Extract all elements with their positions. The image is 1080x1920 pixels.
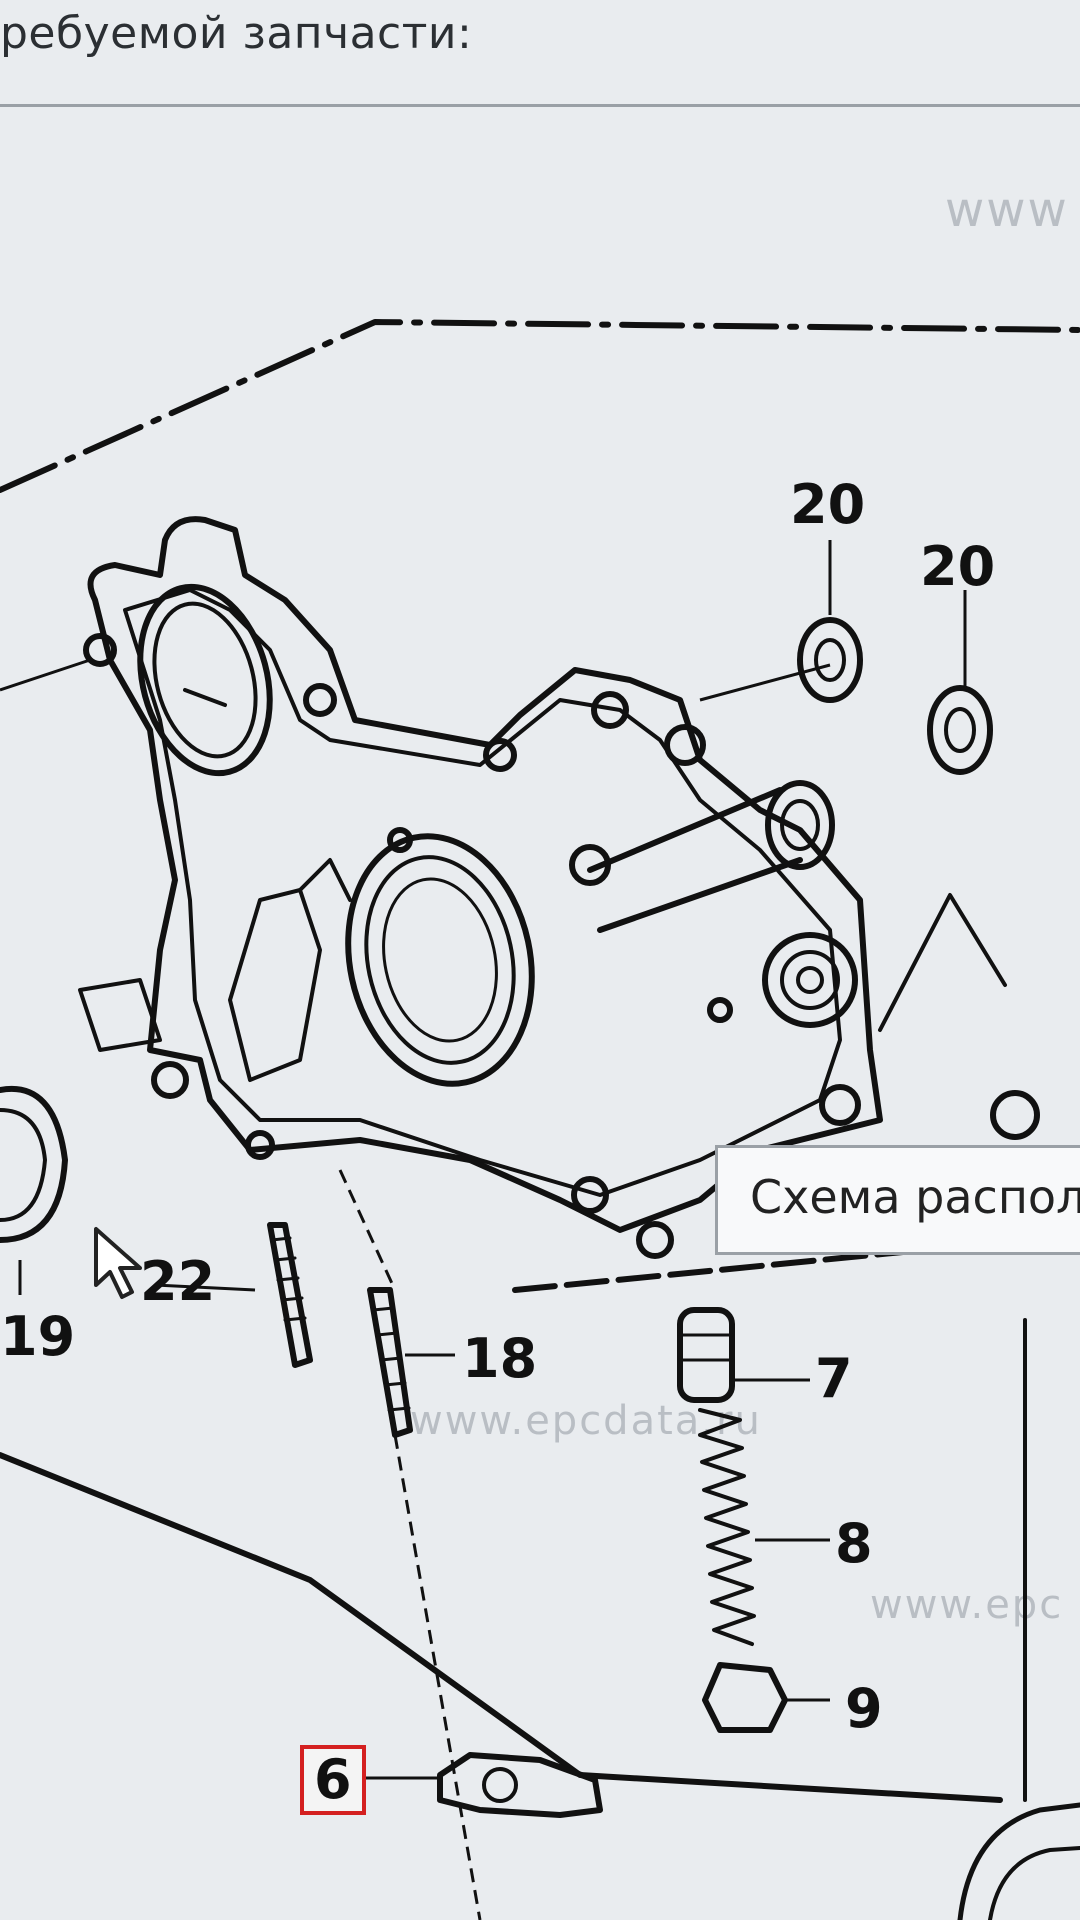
callout-19[interactable]: 19 <box>0 1305 76 1368</box>
watermark-lower: www.epc <box>870 1582 1064 1628</box>
assembly-outline <box>0 319 1080 493</box>
callout-9[interactable]: 9 <box>845 1677 883 1740</box>
callout-6[interactable]: 6 <box>300 1745 366 1815</box>
header-divider <box>0 104 1080 107</box>
callout-18[interactable]: 18 <box>462 1327 538 1390</box>
callout-8[interactable]: 8 <box>835 1512 873 1575</box>
relief-valve-7 <box>677 1307 735 1403</box>
assembly-outline-lower <box>0 1452 1003 1803</box>
washer-20b <box>927 685 993 775</box>
bolt-22 <box>267 1222 313 1368</box>
washer-20a <box>797 617 863 703</box>
spring-8 <box>698 1408 756 1646</box>
callout-20a[interactable]: 20 <box>790 473 866 536</box>
tooltip: Схема распол <box>715 1145 1080 1255</box>
callout-22[interactable]: 22 <box>140 1250 216 1313</box>
bolt-18 <box>367 1287 413 1438</box>
watermark-top: www <box>945 182 1069 238</box>
header-text: ребуемой запчасти: <box>0 8 473 59</box>
plug-9 <box>702 1662 788 1733</box>
callout-20b[interactable]: 20 <box>920 535 996 598</box>
plate-6 <box>437 1752 603 1818</box>
arrow-cursor-icon <box>94 1227 142 1299</box>
callout-7[interactable]: 7 <box>815 1347 853 1410</box>
